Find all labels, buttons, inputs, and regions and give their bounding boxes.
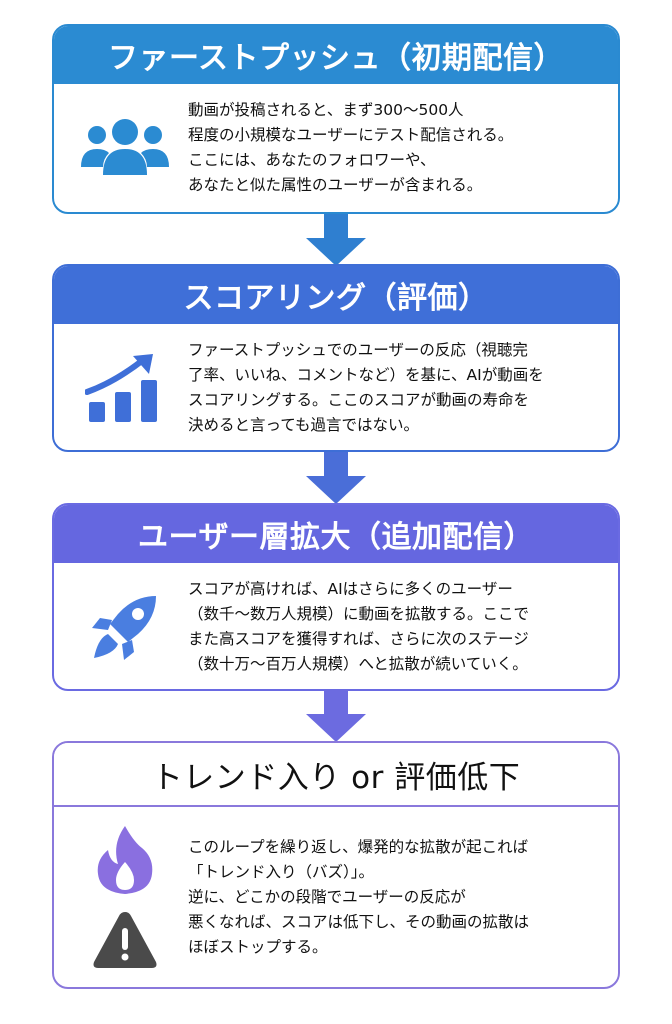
down-arrow-icon bbox=[306, 452, 366, 504]
step-title-text: トレンド入り or 評価低下 bbox=[151, 759, 521, 796]
description-line: 「トレンド入り（バズ）」。 bbox=[188, 862, 375, 881]
description-line: スコアが高ければ、AIはさらに多くのユーザー bbox=[188, 580, 513, 598]
description-line: また高スコアを獲得すれば、さらに次のステージ bbox=[188, 630, 529, 648]
step-description: 動画が投稿されると、まず300〜500人 程度の小規模なユーザーにテスト配信され… bbox=[188, 84, 608, 212]
step-body: ファーストプッシュでのユーザーの反応（視聴完 了率、いいね、コメントなど）を基に… bbox=[54, 324, 618, 450]
outcome-icons-box bbox=[72, 807, 178, 987]
step-description: スコアが高ければ、AIはさらに多くのユーザー （数千〜数万人規模）に動画を拡散す… bbox=[188, 563, 608, 689]
step-title: スコアリング（評価） bbox=[54, 266, 618, 324]
step-title: トレンド入り or 評価低下 bbox=[54, 743, 618, 807]
users-icon bbox=[81, 119, 169, 175]
fire-icon bbox=[97, 826, 153, 894]
step-title: ユーザー層拡大（追加配信） bbox=[54, 505, 618, 563]
description-line: あなたと似た属性のユーザーが含まれる。 bbox=[188, 176, 483, 194]
description-line: 悪くなれば、スコアは低下し、その動画の拡散は bbox=[188, 912, 530, 931]
warning-icon bbox=[93, 912, 157, 968]
step-title: ファーストプッシュ（初期配信） bbox=[54, 26, 618, 84]
step-card-audience-expansion: ユーザー層拡大（追加配信） スコアが高ければ、AIはさらに多くのユーザー （数千… bbox=[52, 503, 620, 691]
step-card-first-push: ファーストプッシュ（初期配信） 動画が投稿されると、まず300〜500人 程度の… bbox=[52, 24, 620, 214]
description-line: （数千〜数万人規模）に動画を拡散する。ここで bbox=[188, 605, 530, 623]
step-body: このループを繰り返し、爆発的な拡散が起これば 「トレンド入り（バズ）」。 逆に、… bbox=[54, 807, 618, 987]
step-body: 動画が投稿されると、まず300〜500人 程度の小規模なユーザーにテスト配信され… bbox=[54, 84, 618, 212]
users-icon-box bbox=[72, 84, 178, 212]
description-line: スコアリングする。ここのスコアが動画の寿命を bbox=[188, 391, 530, 409]
description-line: 逆に、どこかの段階でユーザーの反応が bbox=[188, 887, 466, 906]
down-arrow-icon bbox=[306, 690, 366, 742]
step-description: このループを繰り返し、爆発的な拡散が起これば 「トレンド入り（バズ）」。 逆に、… bbox=[188, 807, 608, 987]
description-line: 程度の小規模なユーザーにテスト配信される。 bbox=[188, 126, 514, 144]
description-line: 決めると言っても過言ではない。 bbox=[188, 416, 419, 434]
description-line: ファーストプッシュでのユーザーの反応（視聴完 bbox=[188, 341, 528, 359]
description-line: ほぼストップする。 bbox=[188, 937, 328, 956]
step-card-scoring: スコアリング（評価） ファーストプッシュでのユーザーの反応（視聴完 了率、いいね… bbox=[52, 264, 620, 452]
description-line: このループを繰り返し、爆発的な拡散が起これば bbox=[188, 837, 529, 856]
growth-chart-icon bbox=[85, 354, 157, 422]
step-card-trend-or-decline: トレンド入り or 評価低下 このループを繰り返し、爆発的な拡散が起これば 「ト… bbox=[52, 741, 620, 989]
description-line: （数十万〜百万人規模）へと拡散が続いていく。 bbox=[188, 655, 528, 673]
down-arrow-icon bbox=[306, 214, 366, 266]
rocket-icon bbox=[92, 596, 156, 660]
step-body: スコアが高ければ、AIはさらに多くのユーザー （数千〜数万人規模）に動画を拡散す… bbox=[54, 563, 618, 689]
description-line: 了率、いいね、コメントなど）を基に、AIが動画を bbox=[188, 366, 544, 384]
step-description: ファーストプッシュでのユーザーの反応（視聴完 了率、いいね、コメントなど）を基に… bbox=[188, 324, 608, 450]
rocket-icon-box bbox=[72, 563, 178, 689]
description-line: ここには、あなたのフォロワーや、 bbox=[188, 151, 436, 169]
description-line: 動画が投稿されると、まず300〜500人 bbox=[188, 101, 464, 119]
growth-chart-icon-box bbox=[72, 324, 178, 450]
